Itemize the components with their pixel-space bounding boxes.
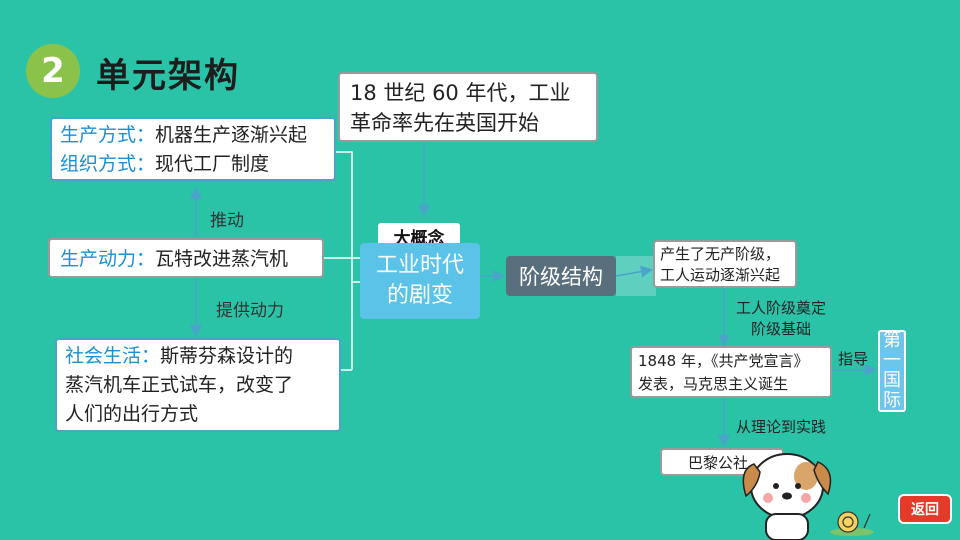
top-box-line1: 18 世纪 60 年代，工业 xyxy=(350,81,571,105)
puppy-mascot-icon xyxy=(742,453,832,540)
social-life-label: 社会生活： xyxy=(65,345,161,367)
section-title: 单元架构 xyxy=(96,56,240,96)
class-foundation-line1: 工人阶级奠定 xyxy=(736,299,827,317)
power-label: 生产动力： xyxy=(60,248,156,270)
top-box-line2: 革命率先在英国开始 xyxy=(350,111,539,135)
manifesto-line1: 1848 年，《共产党宣言》 xyxy=(638,352,809,370)
organization-mode-text: 现代工厂制度 xyxy=(155,153,270,175)
class-foundation-label: 工人阶级奠定 阶级基础 xyxy=(736,298,826,340)
paris-commune-box: 巴黎公社 xyxy=(660,448,784,476)
push-label: 推动 xyxy=(210,211,244,231)
social-life-line1: 斯蒂芬森设计的 xyxy=(160,345,294,367)
production-box: 生产方式：机器生产逐渐兴起 组织方式：现代工厂制度 xyxy=(50,117,336,181)
theory-to-practice-label: 从理论到实践 xyxy=(736,418,827,436)
social-life-line3: 人们的出行方式 xyxy=(65,403,199,425)
power-text: 瓦特改进蒸汽机 xyxy=(155,248,289,270)
central-concept-box: 工业时代的剧变 xyxy=(360,243,480,319)
social-life-box: 社会生活：斯蒂芬森设计的 蒸汽机车正式试车，改变了 人们的出行方式 xyxy=(55,338,341,432)
production-mode-text: 机器生产逐渐兴起 xyxy=(155,124,308,146)
organization-mode-label: 组织方式： xyxy=(60,153,156,175)
first-international-box: 第一国际 xyxy=(878,330,906,412)
class-structure-box: 阶级结构 xyxy=(506,256,616,296)
class-foundation-line2: 阶级基础 xyxy=(751,320,812,338)
paris-commune-text: 巴黎公社 xyxy=(688,454,749,472)
guide-label: 指导 xyxy=(838,350,869,368)
proletariat-line2: 工人运动逐渐兴起 xyxy=(660,266,781,284)
proletariat-line1: 产生了无产阶级， xyxy=(660,245,781,263)
snail-icon xyxy=(830,511,874,536)
production-mode-label: 生产方式： xyxy=(60,124,156,146)
concept-line2: 的剧变 xyxy=(386,283,453,308)
social-life-line2: 蒸汽机车正式试车，改变了 xyxy=(65,374,294,396)
industrial-revolution-start-box: 18 世纪 60 年代，工业 革命率先在英国开始 xyxy=(338,72,598,142)
provide-power-label: 提供动力 xyxy=(216,301,284,321)
power-box: 生产动力：瓦特改进蒸汽机 xyxy=(48,238,324,278)
proletariat-box: 产生了无产阶级， 工人运动逐渐兴起 xyxy=(653,240,797,288)
manifesto-box: 1848 年，《共产党宣言》 发表，马克思主义诞生 xyxy=(630,346,832,398)
section-number-badge: 2 xyxy=(26,44,80,98)
concept-line1: 工业时代 xyxy=(375,253,464,278)
return-button[interactable]: 返回 xyxy=(898,494,952,524)
manifesto-line2: 发表，马克思主义诞生 xyxy=(638,375,789,393)
